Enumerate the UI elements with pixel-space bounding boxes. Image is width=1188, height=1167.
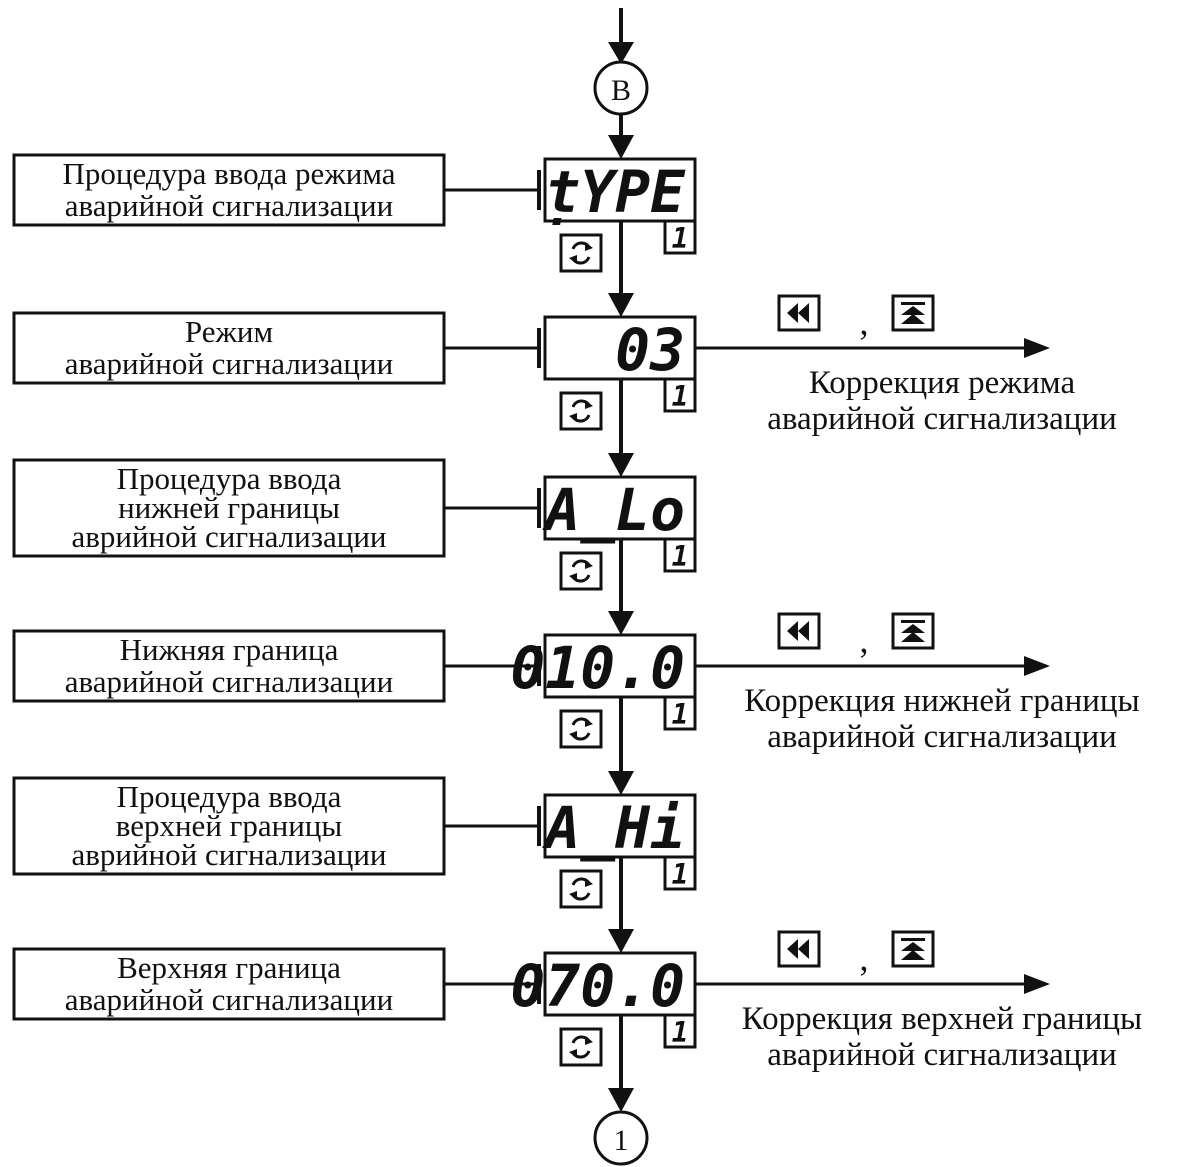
correction-label-line: Коррекция режима (809, 365, 1076, 401)
cycle-button-icon[interactable] (559, 869, 603, 909)
entry-connector-label: B (611, 74, 631, 107)
step-label-line: Процедура ввода (117, 461, 342, 496)
entry-connector: B (593, 60, 649, 116)
up-arrow-icon[interactable] (891, 930, 935, 968)
channel-indicator-value: 1 (672, 1016, 689, 1049)
seven-segment-display (543, 633, 697, 699)
channel-indicator (663, 219, 697, 255)
cycle-button-icon[interactable] (559, 1027, 603, 1067)
channel-indicator (663, 377, 697, 413)
channel-indicator-value: 1 (672, 698, 689, 731)
step-label-line: аварийной сигнализации (65, 346, 393, 381)
display-value: 010.0 (510, 634, 685, 702)
step-label-box (12, 153, 446, 227)
step-label-line: Режим (185, 314, 273, 349)
cycle-button-icon[interactable] (559, 391, 603, 431)
display-value: ṭYPE (545, 158, 686, 226)
icon-separator: , (860, 302, 869, 342)
cycle-button-icon[interactable] (559, 551, 603, 591)
display-value: A_Lo (541, 476, 685, 544)
correction-label-line: аварийной сигнализации (767, 719, 1117, 755)
step-label-line: аварийной сигнализации (65, 664, 393, 699)
icon-separator: , (860, 620, 869, 660)
channel-indicator-value: 1 (672, 222, 689, 255)
channel-indicator (663, 695, 697, 731)
cycle-button-icon[interactable] (559, 233, 603, 273)
step-label-box (12, 629, 446, 703)
flow-arrowhead (608, 1088, 634, 1112)
step-label-box (12, 947, 446, 1021)
step-label-line: аврийной сигнализации (71, 837, 386, 872)
flow-arrowhead (608, 42, 634, 64)
double-left-arrow-icon[interactable] (777, 930, 821, 968)
channel-indicator-value: 1 (672, 858, 689, 891)
step-label-line: Нижняя граница (120, 632, 339, 667)
step-label-line: аврийной сигнализации (71, 519, 386, 554)
correction-label-line: аварийной сигнализации (767, 401, 1117, 437)
correction-label-line: аварийной сигнализации (767, 1037, 1117, 1073)
display-value: 03 (615, 316, 685, 384)
correction-label-line: Коррекция нижней границы (744, 683, 1139, 719)
step-label-line: Процедура ввода режима (63, 156, 396, 191)
step-label-line: Верхняя граница (117, 950, 341, 985)
seven-segment-display (543, 475, 697, 541)
channel-indicator-value: 1 (672, 540, 689, 573)
channel-indicator (663, 1013, 697, 1049)
icon-separator: , (860, 938, 869, 978)
step-label-line: верхней границы (116, 808, 343, 843)
double-left-arrow-icon[interactable] (777, 294, 821, 332)
display-value: A_Hi (541, 794, 685, 862)
step-label-line: аварийной сигнализации (65, 982, 393, 1017)
flow-arrowhead (608, 135, 634, 159)
step-label-line: Процедура ввода (117, 779, 342, 814)
seven-segment-display (543, 315, 697, 381)
up-arrow-icon[interactable] (891, 294, 935, 332)
double-left-arrow-icon[interactable] (777, 612, 821, 650)
up-arrow-icon[interactable] (891, 612, 935, 650)
exit-connector-label: 1 (614, 1124, 629, 1157)
cycle-button-icon[interactable] (559, 709, 603, 749)
flow-arrowhead (1024, 974, 1050, 994)
flow-arrowhead (1024, 338, 1050, 358)
flow-arrowhead (608, 293, 634, 317)
flow-arrowhead (1024, 656, 1050, 676)
channel-indicator (663, 855, 697, 891)
flow-arrowhead (608, 453, 634, 477)
seven-segment-display (543, 793, 697, 859)
flow-arrowhead (608, 929, 634, 953)
channel-indicator (663, 537, 697, 573)
display-value: 070.0 (510, 952, 685, 1020)
correction-label-line: Коррекция верхней границы (742, 1001, 1142, 1037)
step-label-line: нижней границы (118, 490, 340, 525)
step-label-line: аварийной сигнализации (65, 188, 393, 223)
step-label-box (12, 458, 446, 558)
flow-arrowhead (608, 771, 634, 795)
exit-connector: 1 (593, 1110, 649, 1166)
flow-arrowhead (608, 611, 634, 635)
channel-indicator-value: 1 (672, 380, 689, 413)
